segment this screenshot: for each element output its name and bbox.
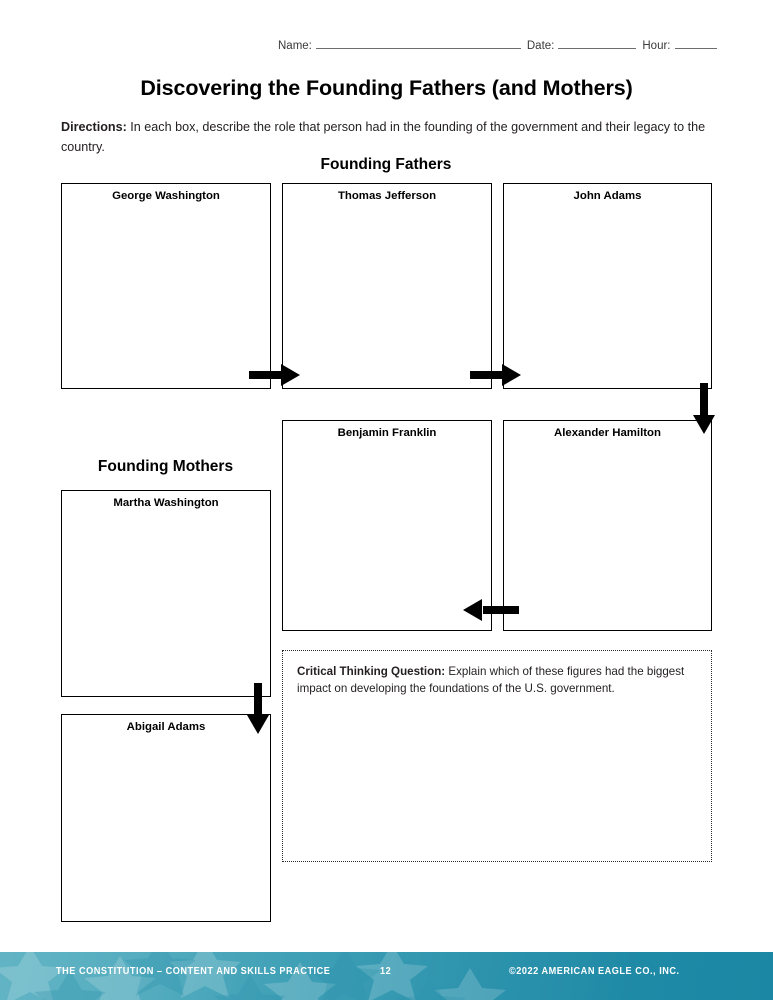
person-box-benjamin-franklin[interactable]: Benjamin Franklin bbox=[282, 420, 492, 631]
person-box-label: George Washington bbox=[112, 190, 220, 202]
date-label: Date: bbox=[526, 40, 555, 52]
arrow-head bbox=[463, 599, 482, 621]
person-box-label: Abigail Adams bbox=[126, 721, 206, 733]
person-box-john-adams[interactable]: John Adams bbox=[503, 183, 712, 389]
star-pattern-decoration bbox=[0, 952, 506, 1000]
arrow-head bbox=[502, 364, 521, 386]
person-box-label: Martha Washington bbox=[113, 497, 219, 509]
person-box-label: Alexander Hamilton bbox=[554, 427, 661, 439]
arrow-down-icon bbox=[693, 383, 715, 439]
name-write-in-line[interactable] bbox=[315, 38, 521, 49]
name-label: Name: bbox=[278, 40, 312, 52]
directions-paragraph: Directions: In each box, describe the ro… bbox=[61, 118, 709, 157]
person-box-abigail-adams[interactable]: Abigail Adams bbox=[61, 714, 271, 922]
arrow-left-icon bbox=[463, 599, 519, 621]
section-heading-founding-mothers: Founding Mothers bbox=[97, 458, 234, 475]
arrow-right-icon bbox=[249, 364, 305, 386]
person-box-label: Benjamin Franklin bbox=[337, 427, 437, 439]
arrow-down-icon bbox=[247, 683, 269, 739]
arrow-shaft bbox=[470, 371, 506, 379]
arrow-shaft bbox=[254, 683, 262, 719]
student-info-row: Name: Date: Hour: bbox=[278, 38, 728, 58]
arrow-head bbox=[693, 415, 715, 434]
person-box-martha-washington[interactable]: Martha Washington bbox=[61, 490, 271, 697]
person-box-george-washington[interactable]: George Washington bbox=[61, 183, 271, 389]
date-write-in-line[interactable] bbox=[558, 38, 637, 49]
hour-write-in-line[interactable] bbox=[674, 38, 717, 49]
person-box-alexander-hamilton[interactable]: Alexander Hamilton bbox=[503, 420, 712, 631]
arrow-head bbox=[281, 364, 300, 386]
person-box-label: Thomas Jefferson bbox=[337, 190, 437, 202]
footer-title: THE CONSTITUTION – CONTENT AND SKILLS PR… bbox=[56, 966, 331, 977]
arrow-head bbox=[247, 715, 269, 734]
footer-copyright: ©2022 AMERICAN EAGLE CO., INC. bbox=[509, 966, 680, 977]
critical-thinking-label: Critical Thinking Question: bbox=[297, 665, 446, 678]
section-heading-founding-fathers: Founding Fathers bbox=[320, 156, 452, 173]
hour-label: Hour: bbox=[642, 40, 671, 52]
footer-page-number: 12 bbox=[380, 966, 392, 977]
critical-thinking-text: Critical Thinking Question: Explain whic… bbox=[297, 663, 697, 698]
page-footer: THE CONSTITUTION – CONTENT AND SKILLS PR… bbox=[0, 952, 773, 1000]
critical-thinking-question-box[interactable]: Critical Thinking Question: Explain whic… bbox=[282, 650, 712, 862]
directions-label: Directions: bbox=[61, 120, 127, 134]
arrow-shaft bbox=[249, 371, 285, 379]
person-box-label: John Adams bbox=[573, 190, 642, 202]
arrow-shaft bbox=[483, 606, 519, 614]
directions-text: In each box, describe the role that pers… bbox=[61, 120, 706, 154]
arrow-right-icon bbox=[470, 364, 526, 386]
page-title: Discovering the Founding Fathers (and Mo… bbox=[140, 76, 633, 100]
arrow-shaft bbox=[700, 383, 708, 419]
person-box-thomas-jefferson[interactable]: Thomas Jefferson bbox=[282, 183, 492, 389]
critical-thinking-prompt: Explain which of these figures had the b… bbox=[297, 665, 685, 696]
